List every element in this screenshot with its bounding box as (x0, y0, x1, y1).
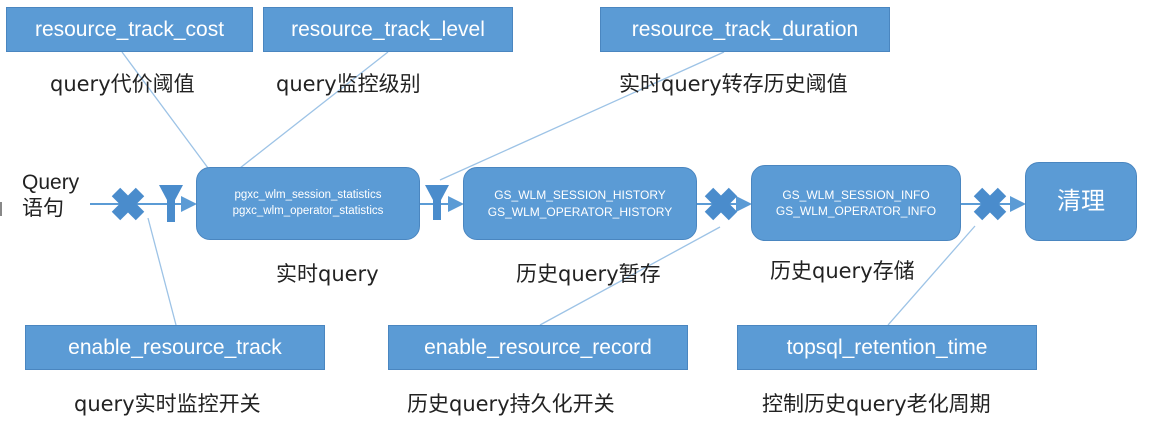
cross-icon (111, 187, 145, 221)
cross-icon (704, 187, 738, 221)
query-label-line2: 语句 (22, 197, 64, 221)
funnel-icon (159, 185, 183, 222)
cross-icon (973, 187, 1007, 221)
leader-enable-resource-record (539, 226, 721, 326)
stage-history-storage: GS_WLM_SESSION_INFO GS_WLM_OPERATOR_INFO (751, 165, 961, 241)
param-resource-track-duration: resource_track_duration (600, 7, 890, 52)
param-resource-track-cost: resource_track_cost (6, 7, 253, 52)
stage-line: 清理 (1057, 187, 1105, 216)
leader-resource-track-cost (121, 51, 209, 169)
caption-enable-resource-track: query实时监控开关 (74, 392, 261, 416)
stage-line: GS_WLM_OPERATOR_HISTORY (487, 204, 673, 219)
param-enable-resource-track: enable_resource_track (25, 325, 325, 370)
stage-line: pgxc_wlm_session_statistics (234, 188, 382, 201)
param-resource-track-level: resource_track_level (263, 7, 513, 52)
caption-resource-track-cost: query代价阈值 (50, 72, 195, 96)
stage-line: GS_WLM_SESSION_HISTORY (494, 188, 666, 203)
leader-resource-track-level (239, 51, 389, 169)
query-input-label: Query 语句 (22, 170, 79, 223)
edge-mark (0, 202, 2, 216)
caption-history-storage: 历史query存储 (770, 259, 915, 283)
caption-resource-track-duration: 实时query转存历史阈值 (619, 72, 848, 96)
stage-line: pgxc_wlm_operator_statistics (232, 204, 384, 217)
stage-line: GS_WLM_OPERATOR_INFO (775, 204, 937, 218)
leader-resource-track-duration (439, 51, 725, 181)
stage-line: GS_WLM_SESSION_INFO (782, 187, 930, 202)
stage-cleanup: 清理 (1025, 162, 1137, 241)
stage-history-temp: GS_WLM_SESSION_HISTORY GS_WLM_OPERATOR_H… (463, 167, 697, 240)
caption-history-temp: 历史query暂存 (516, 262, 661, 286)
stage-realtime-query: pgxc_wlm_session_statistics pgxc_wlm_ope… (196, 167, 420, 240)
param-enable-resource-record: enable_resource_record (388, 325, 688, 370)
funnel-icon (425, 185, 449, 220)
param-topsql-retention-time: topsql_retention_time (737, 325, 1037, 370)
caption-resource-track-level: query监控级别 (276, 72, 421, 96)
caption-realtime-query: 实时query (276, 262, 379, 286)
caption-enable-resource-record: 历史query持久化开关 (407, 392, 615, 416)
caption-topsql-retention-time: 控制历史query老化周期 (762, 392, 991, 416)
leader-enable-resource-track (147, 217, 177, 326)
query-label-line1: Query (22, 171, 80, 194)
leader-topsql-retention-time (887, 225, 976, 326)
